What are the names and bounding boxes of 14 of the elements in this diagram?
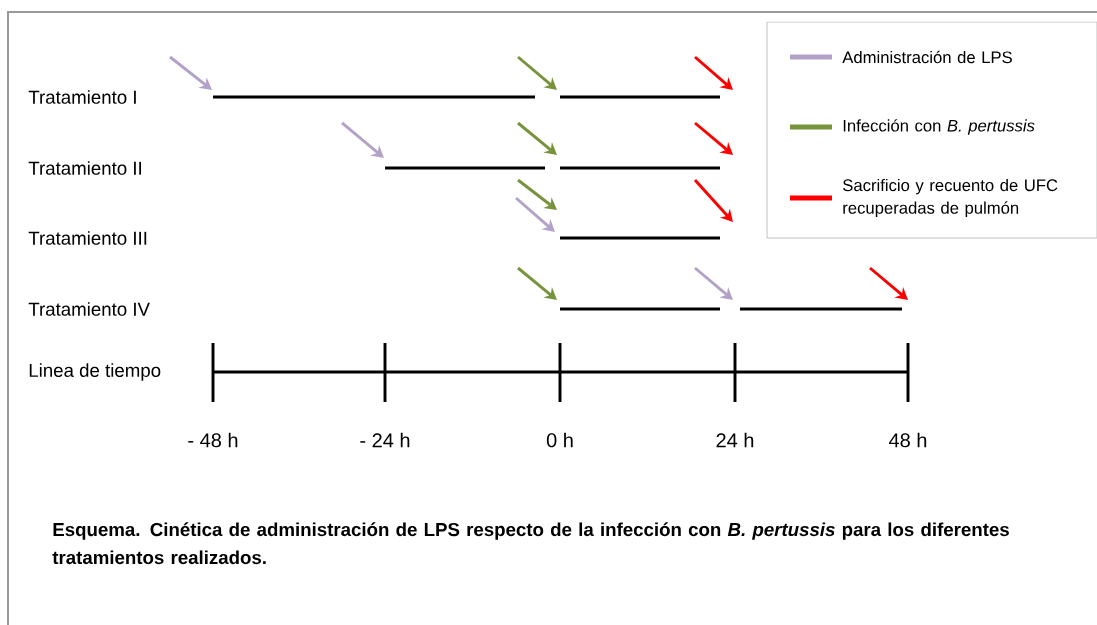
tick-label: 48 h <box>889 432 927 448</box>
row-label: Tratamiento I <box>28 90 136 104</box>
caption: Esquema. Cinética de administración de LPS respecto de la infección con B. pertussis para los diferentes tratamientos realizados. <box>52 522 1009 565</box>
row-label: Tratamiento II <box>28 161 141 175</box>
row-label: Linea de tiempo <box>29 363 161 381</box>
tick-label: 24 h <box>716 432 754 448</box>
legend-text: Sacrificio y recuento de UFC recuperadas de pulmón <box>843 178 1058 218</box>
legend-text: Administración de LPS <box>842 50 1012 64</box>
tick-label: 0 h <box>546 432 573 448</box>
tick-label: - 24 h <box>360 432 410 448</box>
tick-label: - 48 h <box>188 432 238 448</box>
row-label: Tratamiento III <box>28 231 147 245</box>
row-label: Tratamiento IV <box>28 302 150 316</box>
legend-text: Infección con B. pertussis <box>843 119 1035 135</box>
